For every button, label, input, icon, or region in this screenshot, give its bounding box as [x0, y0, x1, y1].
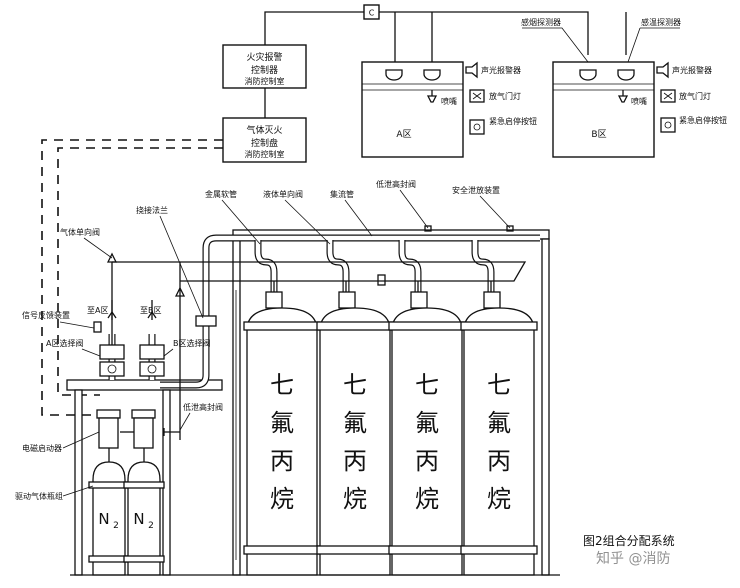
n2-a-label: N — [98, 510, 109, 528]
gas-check-valve-b-icon — [174, 286, 186, 297]
cyl4-char-1: 七 — [487, 371, 511, 399]
agent-cylinder-1: 七 氟 丙 烷 — [243, 240, 321, 576]
zone-a-room: 喷嘴 A区 — [361, 61, 464, 158]
zone-b-name: B区 — [591, 129, 606, 140]
liquid-check-valve-label: 液体单向阀 — [263, 189, 303, 199]
solenoid-label: 电磁启动器 — [22, 443, 62, 453]
zone-b-smoke-detector-icon — [579, 69, 597, 81]
manifold-label: 集流管 — [330, 189, 354, 199]
gas-panel-sub: 消防控制室 — [245, 149, 285, 159]
zone-b-button-label: 紧急启停按钮 — [679, 115, 727, 125]
cyl1-char-4: 烷 — [270, 485, 294, 513]
zone-b-lamp-icon — [660, 89, 676, 103]
n2-cylinder-b: N 2 — [123, 461, 165, 576]
n2-cylinder-a: N 2 — [88, 461, 130, 576]
junction-box: C — [363, 4, 380, 20]
cyl2-char-2: 氟 — [343, 409, 367, 437]
zone-a-valve-label: A区选择阀 — [46, 338, 83, 348]
gas-extinguishing-panel: 气体灭火 控制盘 消防控制室 — [222, 117, 307, 163]
agent-cylinders: 七 氟 丙 烷 七 氟 丙 烷 七 氟 丙 烷 — [243, 240, 538, 576]
gas-panel-title-1: 气体灭火 — [246, 124, 282, 136]
heat-detector-label: 感温探测器 — [641, 17, 681, 27]
drive-gas-label: 驱动气体瓶组 — [15, 491, 63, 501]
zone-b-alarm-label: 声光报警器 — [672, 65, 712, 75]
callouts: 金属软管 液体单向阀 集流管 低泄高封阀 安全泄放装置 挠接法兰 气体单向阀 至… — [15, 179, 514, 501]
zone-a-button-label: 紧急启停按钮 — [489, 116, 537, 126]
cyl3-char-4: 烷 — [415, 485, 439, 513]
zone-b-nozzle-icon — [617, 95, 629, 103]
cyl4-char-4: 烷 — [487, 485, 511, 513]
cyl1-char-3: 丙 — [270, 447, 294, 475]
zone-a-lamp-icon — [469, 89, 485, 103]
metal-hose-label: 金属软管 — [205, 189, 237, 199]
zone-a-alarm-label: 声光报警器 — [481, 65, 521, 75]
cyl1-char-1: 七 — [270, 371, 294, 399]
selector-valve-a — [93, 321, 125, 377]
flange-label: 挠接法兰 — [136, 205, 168, 215]
cyl3-char-3: 丙 — [415, 447, 439, 475]
smoke-detector-label: 感烟探测器 — [521, 17, 561, 27]
fire-alarm-title-1: 火灾报警 — [246, 51, 282, 63]
cyl1-char-2: 氟 — [270, 409, 294, 437]
zone-a-devices: 声光报警器 放气门灯 紧急启停按钮 — [465, 61, 537, 135]
low-pressure-valve-top-label: 低泄高封阀 — [376, 179, 416, 189]
n2-b-sub: 2 — [148, 521, 154, 531]
control-dashed-lines — [41, 139, 223, 416]
gas-panel-title-2: 控制盘 — [251, 137, 278, 149]
cyl4-char-3: 丙 — [487, 447, 511, 475]
gas-check-valve-icon — [106, 252, 118, 263]
junction-label: C — [369, 9, 375, 18]
cyl3-char-2: 氟 — [415, 409, 439, 437]
gas-check-valve-label: 气体单向阀 — [60, 227, 100, 237]
pilot-line — [112, 261, 527, 292]
zone-b-alarm-icon — [656, 61, 669, 79]
agent-cylinder-3: 七 氟 丙 烷 — [388, 240, 466, 576]
drive-gas-cylinders: N 2 N 2 — [70, 409, 560, 576]
zone-b-heat-detector-icon — [617, 69, 635, 81]
to-zone-b-label: 至B区 — [140, 306, 162, 315]
cyl3-char-1: 七 — [415, 371, 439, 399]
cyl2-char-4: 烷 — [343, 485, 367, 513]
zone-b-lamp-label: 放气门灯 — [679, 91, 711, 101]
agent-cylinder-2: 七 氟 丙 烷 — [316, 240, 394, 576]
selector-valve-b — [139, 344, 165, 377]
signal-wiring — [264, 11, 627, 118]
cyl2-char-3: 丙 — [343, 447, 367, 475]
zone-a-alarm-icon — [465, 61, 478, 79]
watermark: 知乎 @消防 — [596, 550, 670, 567]
zone-b-nozzle-label: 喷嘴 — [631, 96, 647, 106]
zone-a-nozzle-label: 喷嘴 — [441, 96, 457, 106]
n2-b-label: N — [133, 510, 144, 528]
to-zone-a-label: 至A区 — [87, 306, 108, 315]
zone-a-name: A区 — [396, 129, 411, 140]
fire-alarm-sub: 消防控制室 — [245, 76, 285, 86]
zone-b-button-icon — [660, 117, 676, 133]
zone-a-button-icon — [469, 119, 485, 135]
zone-a-detector-1-icon — [385, 69, 403, 81]
zone-b-room: 喷嘴 B区 感烟探测器 感温探测器 — [521, 17, 681, 158]
cyl4-char-2: 氟 — [487, 409, 511, 437]
zone-a-lamp-label: 放气门灯 — [489, 91, 521, 101]
fire-alarm-controller: 火灾报警 控制器 消防控制室 — [222, 44, 307, 89]
solenoid-starter-a — [96, 409, 121, 462]
safety-relief-label: 安全泄放装置 — [452, 185, 500, 195]
zone-a-detector-2-icon — [423, 69, 441, 81]
zone-b-valve-label: B区选择阀 — [173, 338, 211, 348]
signal-feedback-label: 信号反馈装置 — [22, 310, 70, 320]
solenoid-starter-b — [131, 409, 156, 462]
fire-alarm-title-2: 控制器 — [251, 64, 278, 76]
n2-a-sub: 2 — [113, 521, 119, 531]
manifold-pipe — [202, 234, 540, 323]
agent-cylinder-4: 七 氟 丙 烷 — [460, 240, 538, 576]
low-pressure-valve-label: 低泄高封阀 — [183, 402, 223, 412]
figure-caption: 图2组合分配系统 — [583, 533, 675, 548]
zone-a-nozzle-icon — [426, 95, 438, 103]
zone-b-devices: 声光报警器 放气门灯 紧急启停按钮 — [656, 61, 727, 133]
cyl2-char-1: 七 — [343, 371, 367, 399]
